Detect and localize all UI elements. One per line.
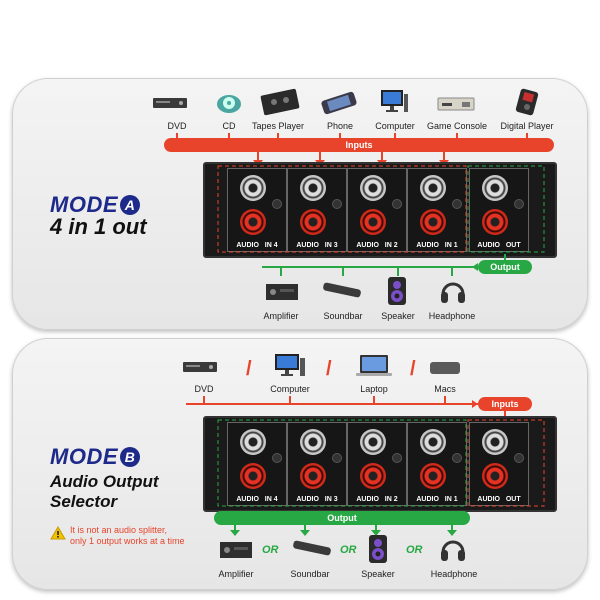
switch-outline-guides xyxy=(217,165,545,253)
warning-icon xyxy=(50,526,66,540)
output-device-label: Speaker xyxy=(361,569,395,579)
phone-icon xyxy=(321,91,357,115)
inputs-connector-lines xyxy=(176,133,528,166)
output-device-label: Headphone xyxy=(428,311,476,321)
dvd-player-icon xyxy=(153,98,187,108)
soundbar-icon xyxy=(323,282,361,298)
source-label: Computer xyxy=(375,121,415,131)
laptop-icon xyxy=(356,355,392,376)
output-bar: Output xyxy=(214,511,470,525)
source-label: Digital Player xyxy=(500,121,554,131)
or-label: OR xyxy=(406,544,423,556)
amplifier-icon xyxy=(220,542,252,558)
audio-switch-device: AUDIO IN 4 AUDIO IN 3 AUDIO IN 2 AUDIO I… xyxy=(203,416,557,512)
dvd-player-icon xyxy=(183,362,217,372)
audio-switch-device: AUDIO IN 4 AUDIO IN 3 AUDIO IN 2 AUDIO I… xyxy=(203,162,557,258)
port-in1: AUDIO IN 1 xyxy=(407,422,467,506)
output-device-label: Amplifier xyxy=(218,569,254,579)
source-label: Laptop xyxy=(360,384,388,394)
switch-outline-guides xyxy=(217,419,545,507)
output-device-label: Amplifier xyxy=(263,311,299,321)
source-label: Phone xyxy=(326,121,354,131)
port-out: AUDIO OUT xyxy=(469,422,529,506)
port-in2: AUDIO IN 2 xyxy=(347,168,407,252)
port-in1: AUDIO IN 1 xyxy=(407,168,467,252)
port-in4: AUDIO IN 4 xyxy=(227,422,287,506)
output-device-label: Speaker xyxy=(381,311,415,321)
output-connector-lines xyxy=(230,525,457,536)
cd-player-icon xyxy=(217,95,241,113)
digital-player-icon xyxy=(515,88,539,116)
or-label: OR xyxy=(340,544,357,556)
inputs-connector-lines xyxy=(186,396,510,424)
output-device-label: Soundbar xyxy=(323,311,363,321)
tapes-player-icon xyxy=(260,88,300,116)
computer-icon xyxy=(381,90,408,112)
macs-icon xyxy=(430,362,460,374)
warning-text: It is not an audio splitter,only 1 outpu… xyxy=(70,525,185,546)
source-label: Macs xyxy=(434,384,456,394)
separator-slash: / xyxy=(326,358,332,380)
source-label: CD xyxy=(222,121,236,131)
port-out: AUDIO OUT xyxy=(469,168,529,252)
headphone-icon xyxy=(441,282,465,303)
source-label: Tapes Player xyxy=(251,121,305,131)
output-bar: Output xyxy=(478,260,532,274)
mode-b-description-line1: Audio Output xyxy=(50,472,159,491)
speaker-icon xyxy=(388,277,406,305)
inputs-bar: Inputs xyxy=(164,138,554,152)
output-device-label: Headphone xyxy=(430,569,478,579)
mode-a-description: 4 in 1 out xyxy=(50,214,147,239)
soundbar-icon xyxy=(293,540,331,556)
output-device-label: Soundbar xyxy=(290,569,330,579)
inputs-bar: Inputs xyxy=(478,397,532,411)
source-label: DVD xyxy=(167,121,187,131)
source-label: DVD xyxy=(194,384,214,394)
mode-b-description-line2: Selector xyxy=(50,492,118,511)
amplifier-icon xyxy=(266,284,298,300)
port-in3: AUDIO IN 3 xyxy=(287,168,347,252)
computer-icon xyxy=(275,354,305,376)
port-in4: AUDIO IN 4 xyxy=(227,168,287,252)
output-connector-lines xyxy=(262,254,506,276)
speaker-icon xyxy=(369,535,387,563)
mode-a-badge: A xyxy=(120,195,140,215)
game-console-icon xyxy=(437,97,475,111)
separator-slash: / xyxy=(410,358,416,380)
or-label: OR xyxy=(262,544,279,556)
source-label: Game Console xyxy=(426,121,488,131)
port-in2: AUDIO IN 2 xyxy=(347,422,407,506)
mode-b-badge: B xyxy=(120,447,140,467)
headphone-icon xyxy=(441,540,465,561)
source-label: Computer xyxy=(270,384,310,394)
separator-slash: / xyxy=(246,358,252,380)
